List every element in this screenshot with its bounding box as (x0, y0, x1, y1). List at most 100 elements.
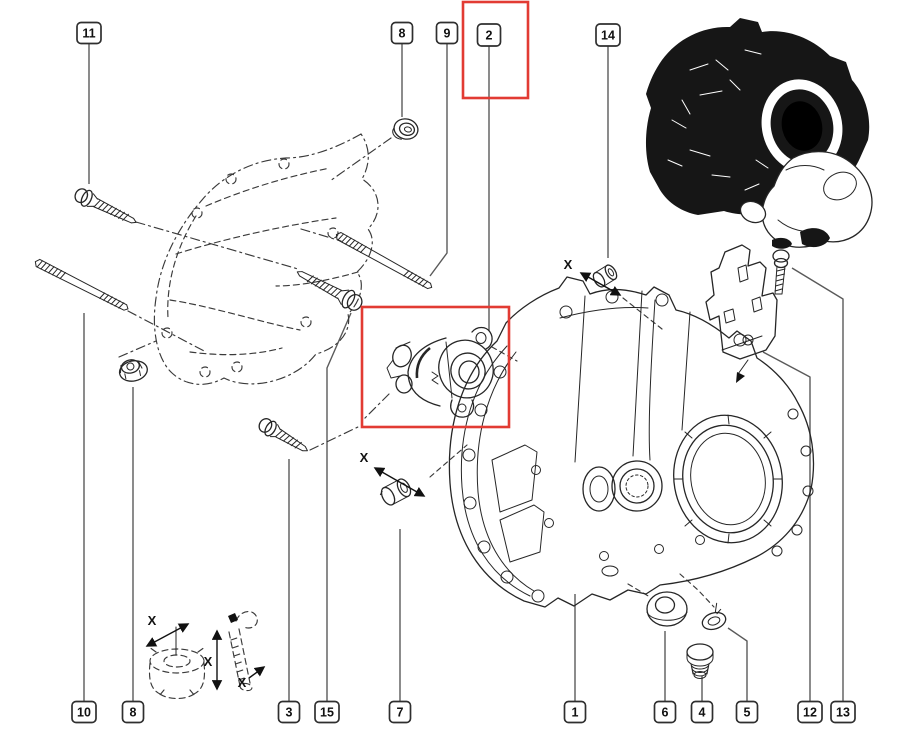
callout-box (830, 700, 856, 724)
dash-case-ring6 (627, 583, 651, 598)
callout-label: 8 (399, 27, 406, 41)
callout-box (121, 700, 145, 724)
callout-label: 8 (130, 706, 137, 720)
gearbox-thumbnail (645, 18, 873, 249)
callout-box (735, 700, 759, 724)
callout-label: 10 (77, 706, 91, 720)
part-bearing-2 (386, 326, 494, 418)
callout-label: 1 (572, 706, 579, 720)
leader-13 (791, 267, 844, 701)
x-mark-cap: X (145, 613, 190, 647)
callout-box (76, 21, 102, 45)
part-plug-4 (686, 643, 714, 679)
part-bolt-15 (296, 271, 363, 311)
callout-box (563, 700, 587, 724)
callout-label: 12 (803, 706, 817, 720)
part-sleeve-7 (379, 478, 412, 506)
callout-8-bottom[interactable]: 8 (121, 700, 145, 724)
x-mark-nut-14: X (564, 257, 622, 296)
callout-3[interactable]: 3 (277, 700, 301, 724)
axis-grommet8 (329, 137, 392, 182)
part-bolt-13 (772, 249, 790, 295)
part-bracket-12 (705, 244, 778, 360)
x-mark-sleeve-7: X (360, 450, 426, 497)
callout-box (797, 700, 823, 724)
part-bolt-3 (258, 418, 308, 452)
callouts: 11 8 9 2 14 10 8 3 (71, 21, 856, 724)
callout-box (314, 700, 340, 724)
callout-box (476, 23, 502, 47)
leader-9 (429, 44, 448, 277)
x-label: X (148, 613, 157, 628)
dash-bearing-case (491, 346, 518, 362)
callout-box (653, 700, 677, 724)
callout-label: 5 (744, 706, 751, 720)
part-stud-9 (335, 232, 433, 290)
ghost-bracket (153, 133, 379, 385)
callout-box (71, 700, 97, 724)
callout-box (690, 700, 714, 724)
callout-box (595, 23, 621, 47)
highlight-box-callout-2 (461, 0, 530, 100)
leader-lines (83, 44, 844, 701)
axis-stud10 (127, 310, 207, 353)
callout-2[interactable]: 2 (476, 23, 502, 47)
highlight-box-part-2 (360, 305, 511, 429)
part-stud-10 (34, 258, 129, 311)
callout-label: 4 (699, 706, 706, 720)
part-nut-8 (118, 359, 148, 382)
callout-14[interactable]: 14 (595, 23, 621, 47)
part-grommet-8 (392, 118, 419, 140)
x-mark-bolt-length: X (204, 629, 223, 691)
callout-label: 13 (836, 706, 850, 720)
leader-12 (762, 351, 811, 701)
callout-1[interactable]: 1 (563, 700, 587, 724)
callout-label: 2 (486, 29, 493, 43)
ghost-cap-diagram (148, 626, 206, 700)
callout-box (277, 700, 301, 724)
arrow-bracket-to-case (736, 359, 749, 383)
x-label: X (360, 450, 369, 465)
callout-15[interactable]: 15 (314, 700, 340, 724)
x-label: X (564, 257, 573, 272)
axis-bolt11 (135, 221, 299, 270)
callout-7[interactable]: 7 (388, 700, 412, 724)
highlight-boxes (360, 0, 530, 429)
part-washer-5 (701, 602, 727, 631)
callout-label: 7 (397, 706, 404, 720)
dash-part7-case (429, 444, 468, 478)
leader-15 (326, 312, 352, 701)
callout-9[interactable]: 9 (435, 21, 459, 45)
assembly-axis-lines (118, 137, 715, 608)
callout-label: 11 (82, 27, 95, 41)
callout-13[interactable]: 13 (830, 700, 856, 724)
part-nut-14 (592, 264, 618, 288)
callout-4[interactable]: 4 (690, 700, 714, 724)
axis-bolt3 (309, 425, 361, 451)
dash-case-washer5 (679, 573, 715, 608)
callout-label: 6 (662, 706, 669, 720)
callout-box (390, 21, 414, 45)
callout-12[interactable]: 12 (797, 700, 823, 724)
callout-box (388, 700, 412, 724)
callout-label: 15 (320, 706, 334, 720)
callout-8-top[interactable]: 8 (390, 21, 414, 45)
x-mark-bolt-tip: X (238, 666, 266, 690)
callout-11[interactable]: 11 (76, 21, 102, 45)
callout-10[interactable]: 10 (71, 700, 97, 724)
x-label: X (204, 654, 213, 669)
callout-5[interactable]: 5 (735, 700, 759, 724)
callout-6[interactable]: 6 (653, 700, 677, 724)
callout-label: 3 (286, 706, 293, 720)
transmission-case-drawing (448, 276, 815, 608)
part-bolt-11 (74, 188, 137, 224)
part-ring-6 (646, 591, 688, 627)
x-label: X (238, 675, 247, 690)
dash-nut14-case (622, 297, 663, 330)
axis-stud9 (300, 228, 342, 242)
axis-bearing (362, 393, 390, 421)
callout-label: 9 (444, 27, 451, 41)
ghost-bolt-diagram (228, 611, 258, 692)
